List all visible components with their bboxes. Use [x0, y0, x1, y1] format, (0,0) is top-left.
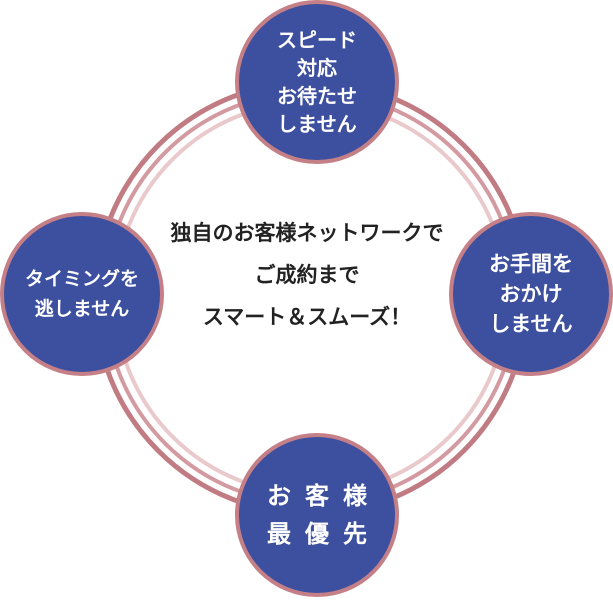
node-effort-line-2: おかけ — [499, 282, 563, 306]
node-effort: お手間を おかけ しません — [449, 212, 613, 376]
node-speed-line-1: スピード — [277, 28, 357, 52]
node-effort-line-1: お手間を — [489, 252, 573, 276]
node-speed-line-2: 対応 — [297, 56, 337, 80]
node-timing-line-2: 逃しません — [34, 298, 130, 320]
center-line-3: スマート＆スムーズ！ — [202, 305, 412, 329]
center-line-2: ご成約まで — [254, 263, 360, 287]
center-line-1: 独自のお客様ネットワークで — [170, 221, 444, 245]
node-customer-first-line-2: 最優先 — [267, 520, 381, 548]
node-customer-first: お客様 最優先 — [235, 433, 399, 597]
center-message: 独自のお客様ネットワークで ご成約まで スマート＆スムーズ！ — [137, 212, 477, 338]
node-speed: スピード 対応 お待たせ しません — [235, 0, 399, 164]
node-timing: タイミングを 逃しません — [0, 212, 164, 376]
node-timing-line-1: タイミングを — [24, 268, 139, 290]
node-customer-first-line-1: お客様 — [267, 482, 381, 510]
node-speed-line-3: お待たせ — [277, 84, 357, 108]
node-effort-line-3: しません — [489, 312, 573, 336]
node-speed-line-4: しません — [277, 112, 357, 136]
